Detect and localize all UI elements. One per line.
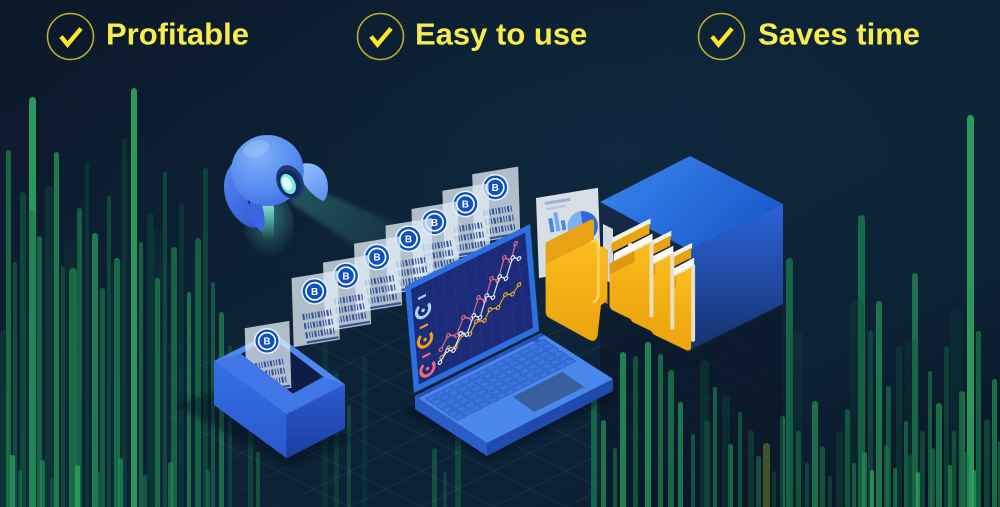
svg-text:Profitable: Profitable (106, 17, 249, 52)
svg-text:Easy to use: Easy to use (415, 17, 587, 52)
svg-text:Saves time: Saves time (758, 17, 920, 52)
